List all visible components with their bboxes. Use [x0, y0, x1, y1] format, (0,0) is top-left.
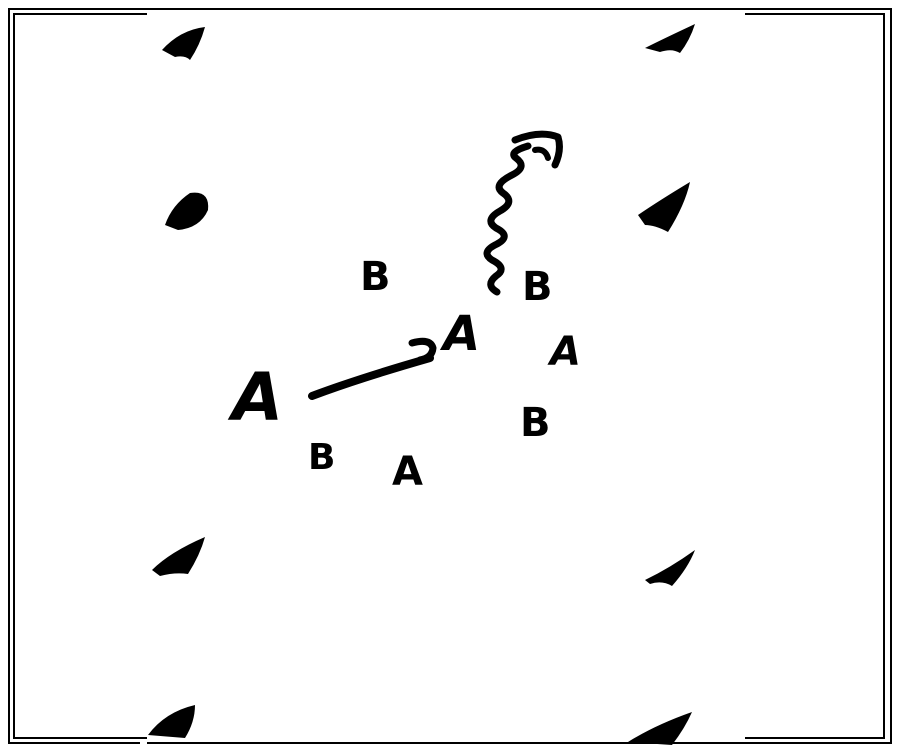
cone-marker: [645, 24, 695, 53]
player-b-lower-left: B: [308, 437, 335, 478]
player-a-right: A: [547, 329, 581, 375]
player-b-lower-right: B: [520, 400, 551, 446]
cone-marker: [645, 550, 695, 586]
cone-marker: [628, 712, 692, 745]
cone-marker: [162, 27, 205, 60]
player-a-bottom: A: [392, 449, 423, 495]
player-a-main: A: [227, 359, 283, 436]
diagram-frame: [8, 8, 892, 744]
cone-marker: [152, 537, 205, 576]
player-b-upper-left: B: [360, 254, 391, 300]
pass-arrow: [308, 337, 437, 400]
cone-marker: [165, 192, 209, 230]
cone-marker: [148, 705, 195, 738]
player-a-center: A: [439, 306, 480, 362]
players: A A A A B B B B: [227, 254, 581, 495]
dribble-arrow: [483, 130, 563, 296]
cone-markers: [148, 24, 695, 745]
cone-marker: [638, 182, 690, 232]
player-b-upper-right: B: [522, 264, 553, 310]
